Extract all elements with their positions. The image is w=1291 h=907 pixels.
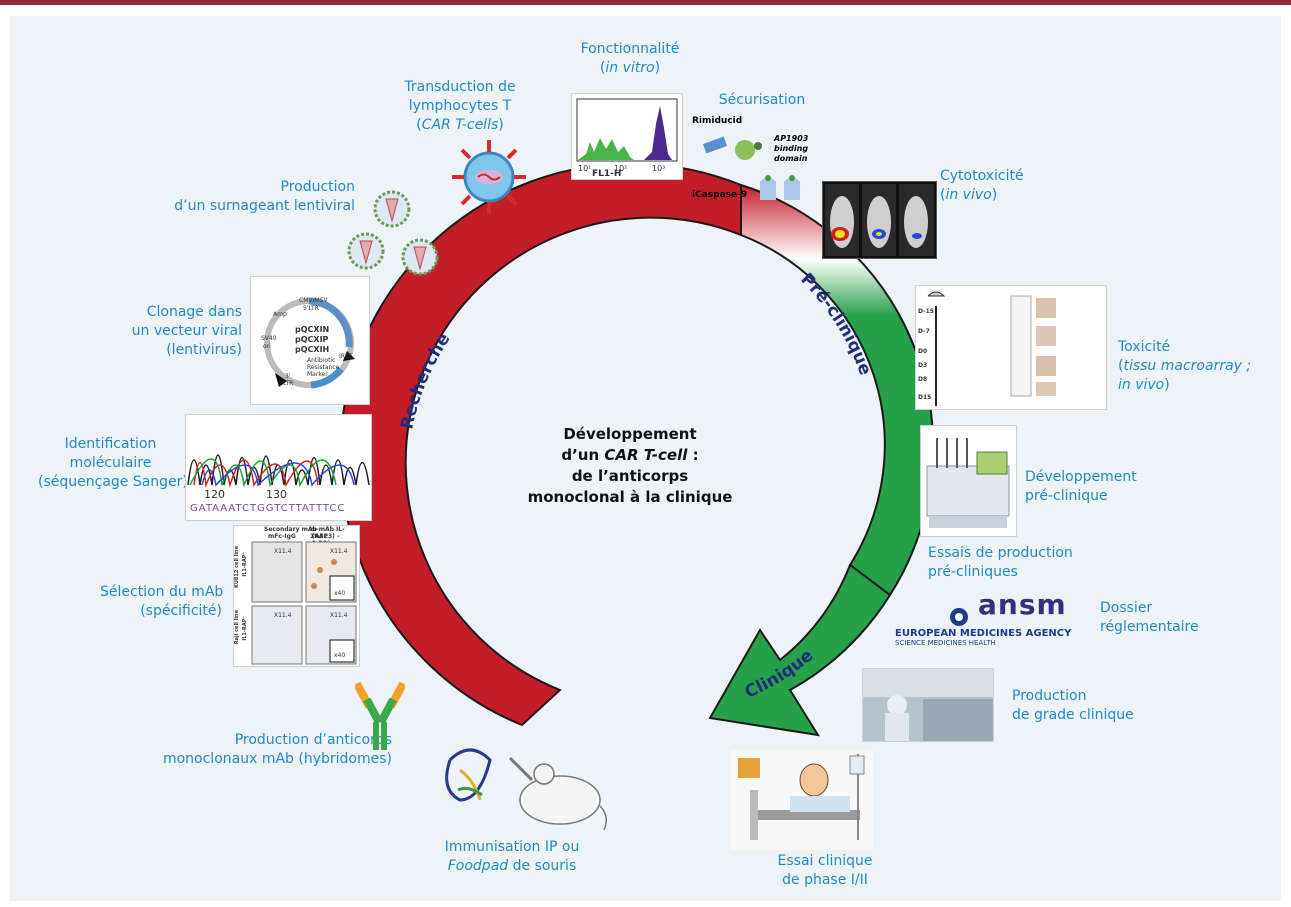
preclinical-arc — [740, 183, 935, 597]
label-transduction: Transduction de lymphocytes T (CAR T-cel… — [404, 79, 516, 133]
label-dossier: Dossier réglementaire — [1100, 600, 1199, 635]
center-title-line3: de l’anticorps — [571, 467, 689, 485]
ansm-logo: ansm — [978, 588, 1067, 621]
securisation-schematic: Rimiducid AP1903 binding domain iCaspase… — [692, 116, 809, 200]
center-title-line2: d’un CAR T-cell : — [561, 446, 699, 464]
label-essai-clinique: Essai clinique de phase I/II — [777, 853, 873, 888]
label-production-grade: Production de grade clinique — [1012, 688, 1134, 723]
bioluminescence-thumbnail — [822, 181, 937, 259]
clinical-trial-thumbnail — [730, 750, 873, 850]
label-toxicite: Toxicité (tissu macroarray ; in vivo) — [1118, 339, 1252, 393]
ema-logo-mark — [950, 608, 968, 626]
label-clonage: Clonage dans un vecteur viral (lentiviru… — [131, 304, 242, 358]
sanger-chromatogram-thumbnail: 120 130 GATAAATCTGGTCTTATTTCC — [185, 414, 372, 521]
car-t-cell-icon — [452, 140, 526, 214]
mouse-immunisation-icon — [445, 748, 607, 831]
histogram-purple-peak — [644, 106, 672, 160]
label-essais-production: Essais de production pré-cliniques — [928, 545, 1073, 580]
label-identification: Identification moléculaire (séquençage S… — [38, 436, 188, 490]
center-title-line1: Développement — [563, 425, 697, 443]
clinical-arc — [708, 563, 892, 737]
label-selection: Sélection du mAb (spécificité) — [100, 584, 224, 619]
ema-logo: EUROPEAN MEDICINES AGENCY SCIENCE MEDICI… — [895, 628, 1072, 647]
label-cytotoxicite: Cytotoxicité (in vivo) — [940, 168, 1024, 203]
plasmid-map-thumbnail: CMV/MSV 5'LTR Amp pQCXIN pQCXIP pQCXIH S… — [250, 276, 370, 405]
label-fonctionnalite: Fonctionnalité (in vitro) — [580, 41, 680, 76]
histogram-green-peak — [578, 138, 634, 160]
toxicity-protocol-thumbnail: D-15 D-7 D0 D3 D8 D15 — [915, 285, 1107, 410]
label-production-anticorps: Production d’anticorps monoclonaux mAb (… — [162, 732, 392, 767]
ihc-thumbnail: Secondary mAb mFc-IgG m-mAb IL-1RAP (A3C… — [233, 525, 360, 667]
label-securisation: Sécurisation — [718, 92, 806, 108]
label-production-lentiviral: Production d’un surnageant lentiviral — [174, 179, 355, 214]
top-bar — [0, 0, 1291, 5]
histogram-thumbnail: 10¹ 10² 10³ FL1-H — [571, 93, 683, 180]
instrument-thumbnail — [920, 425, 1017, 537]
center-title-line4: monoclonal à la clinique — [527, 488, 733, 506]
clean-room-thumbnail — [862, 668, 994, 742]
histogram-plot — [576, 98, 678, 162]
label-immunisation: Immunisation IP ou Foodpad de souris — [444, 839, 580, 874]
antibody-icon — [355, 681, 405, 750]
center-title: Développement d’un CAR T-cell : de l’ant… — [500, 424, 760, 508]
label-dev-preclinique: Développement pré-clinique — [1025, 469, 1137, 504]
lentivirus-particles-icon — [347, 190, 439, 276]
